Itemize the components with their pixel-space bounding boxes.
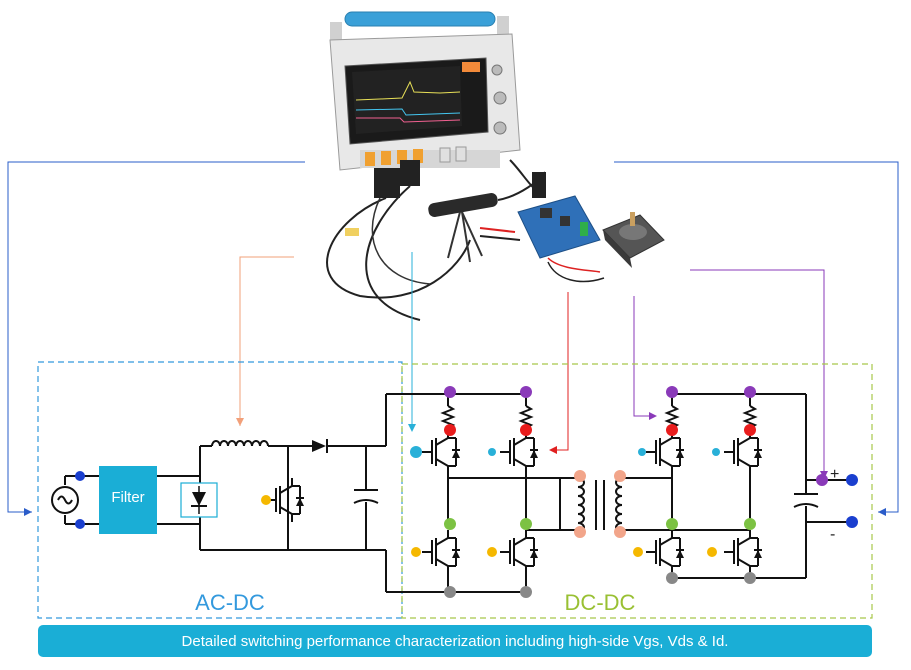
ac-terminal-bottom bbox=[75, 519, 85, 529]
igbt-q5 bbox=[645, 429, 685, 475]
inductor-icon bbox=[211, 440, 269, 447]
dcdc-circuit bbox=[440, 393, 852, 593]
output-plus-label: + bbox=[830, 466, 840, 483]
filter-block bbox=[99, 466, 157, 534]
boost-diode-icon bbox=[312, 439, 328, 453]
boost-gate-dot bbox=[261, 495, 271, 505]
caption-text: Detailed switching performance character… bbox=[181, 632, 729, 650]
dcdc-section-box bbox=[401, 363, 873, 619]
igbt-q2 bbox=[499, 429, 539, 475]
output-minus-label: - bbox=[830, 526, 836, 543]
probe-connections bbox=[7, 161, 899, 516]
igbt-q3 bbox=[421, 529, 461, 575]
filter-label: Filter bbox=[111, 489, 145, 506]
eval-board bbox=[517, 195, 605, 283]
probe-icon bbox=[326, 159, 546, 321]
acdc-section-box bbox=[37, 361, 403, 619]
acdc-circuit bbox=[51, 393, 448, 593]
measurement-dots bbox=[410, 386, 858, 598]
dcdc-section-label: DC-DC bbox=[564, 590, 636, 615]
caption-bar: Detailed switching performance character… bbox=[38, 625, 872, 657]
transformer-icon bbox=[560, 477, 640, 533]
oscilloscope-icon bbox=[329, 11, 521, 198]
motor-icon bbox=[602, 212, 665, 268]
igbt-icon bbox=[265, 477, 305, 523]
igbt-q6 bbox=[723, 429, 763, 475]
igbt-q8 bbox=[723, 529, 763, 575]
igbt-q4 bbox=[499, 529, 539, 575]
igbt-q1 bbox=[421, 429, 461, 475]
ac-terminal-top bbox=[75, 471, 85, 481]
igbt-q7 bbox=[645, 529, 685, 575]
diode-icon bbox=[180, 482, 218, 518]
acdc-section-label: AC-DC bbox=[195, 590, 265, 615]
